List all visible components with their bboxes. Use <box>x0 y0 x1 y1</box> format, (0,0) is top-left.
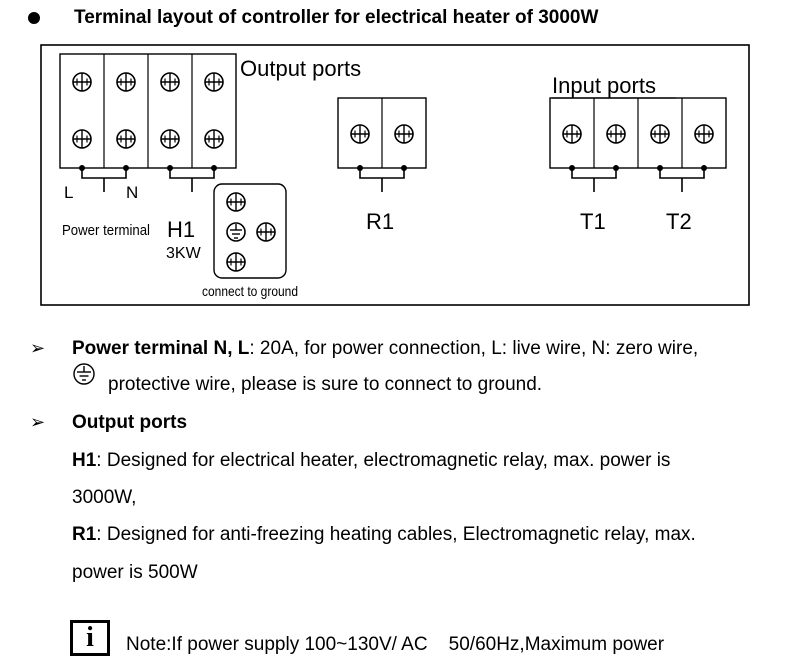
diagram-frame <box>40 44 750 306</box>
label-N: N <box>126 183 138 202</box>
output-terminal-block <box>59 53 237 192</box>
label-3kw: 3KW <box>166 245 202 262</box>
label-T2: T2 <box>666 209 692 234</box>
ground-terminal-block <box>213 183 287 279</box>
protective-earth-icon <box>226 222 246 242</box>
r1-label: R1 <box>72 524 97 545</box>
r1-description: R1: Designed for anti-freezing heating c… <box>72 522 696 548</box>
h1-description: H1: Designed for electrical heater, elec… <box>72 448 670 474</box>
label-L: L <box>64 183 73 202</box>
note-text: Note:If power supply 100~130V/ AC 50/60H… <box>126 634 665 655</box>
h1-text: : Designed for electrical heater, electr… <box>96 450 671 471</box>
h1-text-continued: 3000W, <box>72 487 137 508</box>
h1-label: H1 <box>72 450 97 471</box>
label-R1: R1 <box>366 209 394 234</box>
power-terminal-text: : 20A, for power connection, L: live wir… <box>249 338 699 359</box>
power-terminal-title: Power terminal N, L <box>72 338 250 359</box>
terminal-diagram: Output ports L N Power terminal H1 3KW c… <box>40 44 750 306</box>
r1-text-continued: power is 500W <box>72 562 198 583</box>
bullet-dot <box>28 12 40 24</box>
label-input-ports: Input ports <box>552 73 656 98</box>
arrow-bullet-icon: ➢ <box>30 338 46 358</box>
label-output-ports: Output ports <box>240 56 361 81</box>
label-H1: H1 <box>167 217 195 242</box>
terminal-diagram-svg: Output ports L N Power terminal H1 3KW c… <box>40 44 750 306</box>
r1-terminal-block <box>337 97 427 192</box>
ground-note-text: protective wire, please is sure to conne… <box>108 374 543 395</box>
power-terminal-line: Power terminal N, L: 20A, for power conn… <box>72 336 698 362</box>
arrow-bullet-icon: ➢ <box>30 412 46 432</box>
section-heading: Terminal layout of controller for electr… <box>28 6 598 30</box>
label-T1: T1 <box>580 209 606 234</box>
heading-text: Terminal layout of controller for electr… <box>74 7 599 28</box>
output-ports-title: Output ports <box>72 412 188 433</box>
input-terminal-block <box>549 97 727 192</box>
label-connect-to-ground: connect to ground <box>202 283 298 299</box>
r1-text: : Designed for anti-freezing heating cab… <box>96 524 696 545</box>
label-power-terminal: Power terminal <box>62 222 150 239</box>
info-icon: i <box>70 620 110 656</box>
protective-earth-icon <box>73 363 95 385</box>
